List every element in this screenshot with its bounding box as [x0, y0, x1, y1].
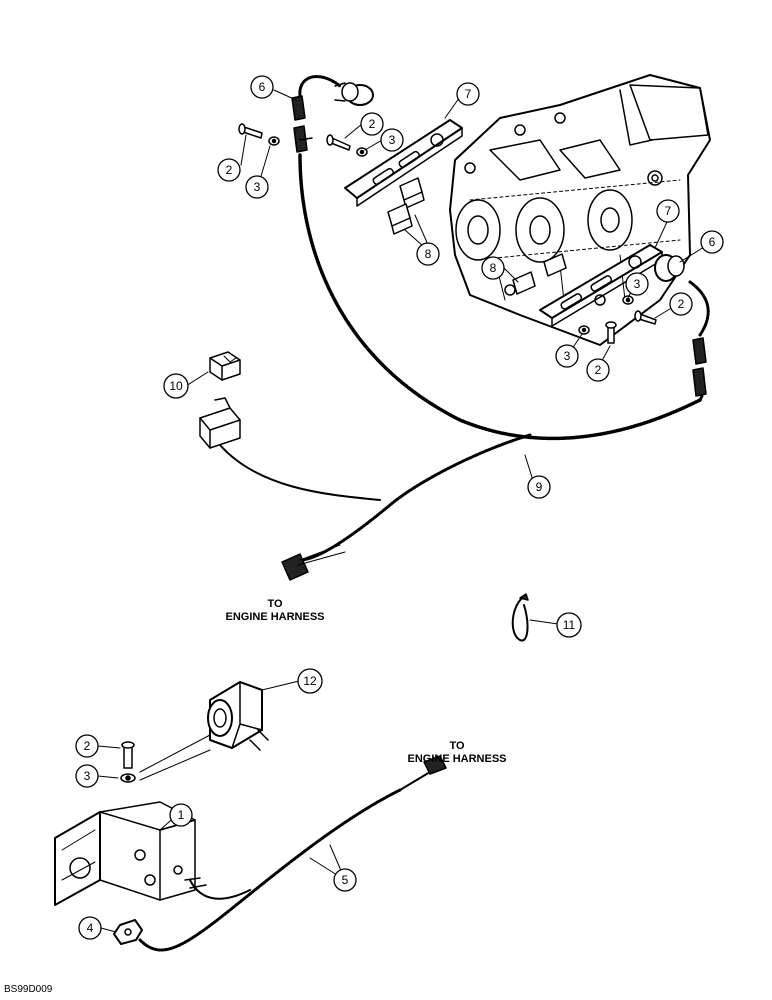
tie-strap	[511, 593, 529, 642]
relay	[209, 351, 241, 381]
to-engine-harness-label-upper: TO ENGINE HARNESS	[220, 598, 330, 624]
svg-text:3: 3	[84, 769, 91, 783]
svg-text:3: 3	[634, 277, 641, 291]
engine-harness-connector-upper	[281, 544, 346, 581]
backup-alarm-small	[207, 681, 269, 751]
lower-sensor	[654, 254, 685, 282]
to-engine-harness-upper-line2: ENGINE HARNESS	[225, 611, 325, 623]
callout-5: 5	[333, 868, 357, 892]
callout-8-upper: 8	[416, 242, 440, 266]
svg-text:2: 2	[678, 297, 685, 311]
callout-2-alarm: 2	[75, 734, 99, 758]
callout-3-lower-left: 3	[555, 344, 579, 368]
svg-text:6: 6	[709, 235, 716, 249]
relay-socket	[199, 397, 241, 449]
figure-code: BS99D009	[4, 984, 53, 995]
hardware	[238, 123, 657, 344]
callout-6-lower: 6	[700, 230, 724, 254]
svg-text:1: 1	[178, 808, 185, 822]
svg-text:3: 3	[564, 349, 571, 363]
svg-text:12: 12	[303, 674, 317, 688]
upper-clips	[387, 177, 425, 235]
callout-3-upper-left: 3	[245, 175, 269, 199]
callout-2-upper-right: 2	[360, 112, 384, 136]
svg-text:2: 2	[226, 163, 233, 177]
backup-alarm	[54, 801, 207, 906]
lower-clips	[512, 253, 567, 295]
svg-text:8: 8	[490, 261, 497, 275]
svg-text:5: 5	[342, 873, 349, 887]
svg-text:2: 2	[595, 363, 602, 377]
callout-10: 10	[163, 373, 189, 399]
callout-6-upper: 6	[250, 75, 274, 99]
alarm-nut	[113, 919, 143, 945]
lower-connector	[692, 337, 707, 397]
callout-9: 9	[527, 475, 551, 499]
callout-3-upper-right: 3	[380, 128, 404, 152]
callout-4: 4	[78, 916, 102, 940]
callout-7-upper: 7	[456, 82, 480, 106]
svg-text:3: 3	[389, 133, 396, 147]
callout-3-alarm: 3	[75, 764, 99, 788]
svg-text:9: 9	[536, 480, 543, 494]
svg-text:8: 8	[425, 247, 432, 261]
alarm-harness	[138, 755, 447, 952]
svg-text:2: 2	[84, 739, 91, 753]
callout-12: 12	[297, 668, 323, 694]
svg-text:10: 10	[169, 379, 183, 393]
svg-text:2: 2	[369, 117, 376, 131]
to-engine-harness-lower-line1: TO	[449, 740, 465, 752]
callout-2-upper-left: 2	[217, 158, 241, 182]
svg-text:4: 4	[87, 921, 94, 935]
callout-7-lower: 7	[656, 199, 680, 223]
upper-connector	[291, 95, 313, 153]
to-engine-harness-lower-line2: ENGINE HARNESS	[407, 753, 507, 765]
lower-bracket	[539, 244, 663, 327]
callout-8-lower: 8	[481, 256, 505, 280]
callout-1: 1	[169, 803, 193, 827]
callouts: 6 7 2 3 2 3 8 7 6 8 3 2 3 2 10 9 11 12 2…	[75, 75, 724, 940]
svg-text:3: 3	[254, 180, 261, 194]
to-engine-harness-label-lower: TO ENGINE HARNESS	[402, 740, 512, 766]
alarm-hardware	[120, 734, 211, 783]
callout-3-lower-right: 3	[625, 272, 649, 296]
svg-text:6: 6	[259, 80, 266, 94]
svg-text:7: 7	[465, 87, 472, 101]
svg-text:7: 7	[665, 204, 672, 218]
svg-text:11: 11	[563, 618, 576, 632]
upper-sensor	[334, 82, 374, 106]
callout-11: 11	[556, 612, 582, 638]
upper-bracket	[344, 119, 463, 207]
to-engine-harness-upper-line1: TO	[267, 598, 283, 610]
callout-2-lower-left: 2	[586, 358, 610, 382]
callout-2-lower-right: 2	[669, 292, 693, 316]
main-harness	[219, 75, 710, 562]
